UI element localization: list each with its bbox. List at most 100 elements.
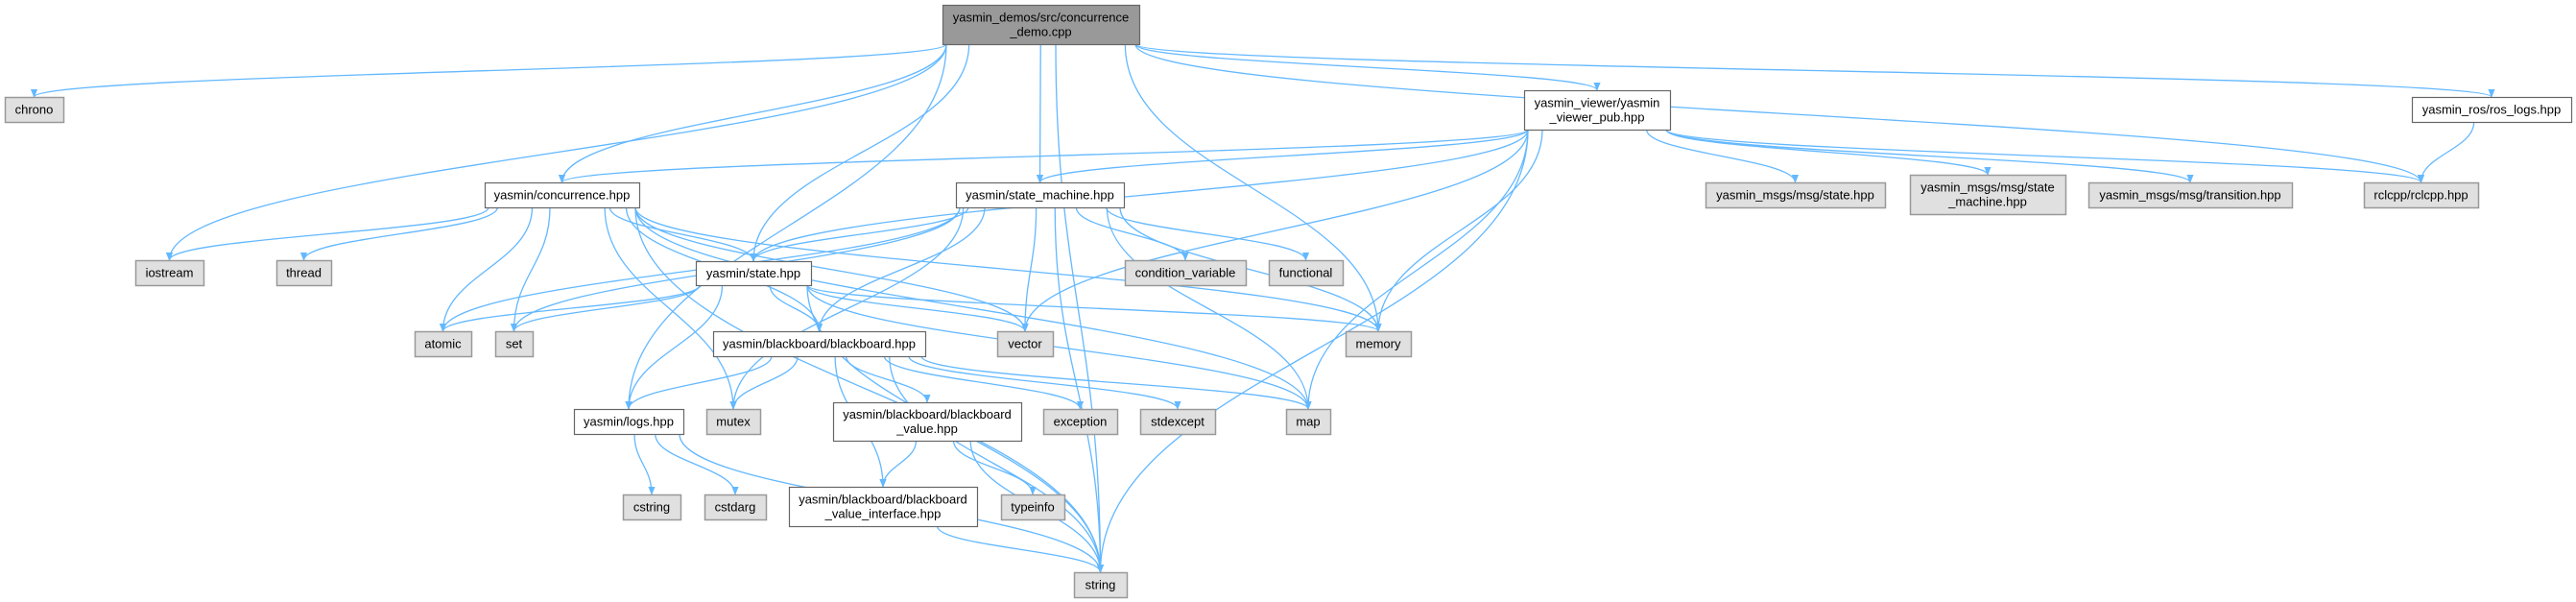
node-label: yasmin/concurrence.hpp: [494, 188, 631, 203]
edge-concurrence-to-vector: [634, 206, 1029, 332]
node-label: yasmin_msgs/msg/state: [1920, 181, 2054, 195]
node-state[interactable]: yasmin/state.hpp: [695, 260, 813, 287]
node-box: [788, 486, 979, 528]
node-box: [942, 4, 1141, 46]
edge-main-to-state_machine: [1036, 43, 1044, 183]
edge-viewer_pub-to-string: [1096, 129, 1529, 573]
edge-viewer_pub-to-vector: [1021, 129, 1529, 332]
node-box: [1285, 408, 1332, 436]
node-label: yasmin_viewer/yasmin: [1535, 96, 1660, 110]
edge-main-to-logs: [625, 43, 947, 410]
node-box: [1909, 174, 2067, 216]
edge-state_machine-to-state: [750, 206, 969, 262]
node-mutex: mutex: [705, 408, 762, 436]
edge-bb_value-to-bbvi: [879, 440, 918, 488]
node-cstring: cstring: [622, 494, 682, 521]
node-atomic: atomic: [414, 330, 473, 358]
edge-state-to-atomic: [440, 284, 701, 332]
node-label: _demo.cpp: [1009, 25, 1071, 39]
edge-state-to-set: [510, 284, 701, 332]
edge-state_machine-to-blackboard: [815, 206, 986, 332]
node-logs[interactable]: yasmin/logs.hpp: [573, 408, 685, 436]
edge-main-to-rclcpp: [1134, 43, 2424, 183]
edge-concurrence-to-map: [634, 206, 1312, 410]
node-ros_logs[interactable]: yasmin_ros/ros_logs.hpp: [2411, 96, 2573, 124]
node-box: [1705, 181, 1887, 209]
node-bbvi[interactable]: yasmin/blackboard/blackboard_value_inter…: [788, 486, 979, 528]
edge-logs-to-cstring: [633, 433, 656, 495]
node-viewer_pub[interactable]: yasmin_viewer/yasmin_viewer_pub.hpp: [1523, 89, 1672, 132]
node-label: condition_variable: [1135, 266, 1236, 280]
node-box: [573, 408, 685, 436]
edge-viewer_pub-to-concurrence: [559, 129, 1529, 183]
node-rclcpp: rclcpp/rclcpp.hpp: [2363, 181, 2480, 209]
edge-main-to-memory: [1124, 43, 1382, 332]
edge-blackboard-to-stdexcept: [908, 355, 1181, 410]
node-blackboard[interactable]: yasmin/blackboard/blackboard.hpp: [712, 330, 927, 358]
edge-concurrence-to-state: [608, 206, 757, 262]
node-label: yasmin_msgs/msg/transition.hpp: [2099, 188, 2280, 203]
node-label: chrono: [15, 103, 54, 117]
node-string: string: [1073, 571, 1129, 599]
node-label: set: [506, 337, 523, 351]
node-box: [1000, 494, 1066, 521]
node-label: exception: [1054, 415, 1108, 429]
edge-viewer_pub-to-state: [750, 129, 1529, 262]
node-main[interactable]: yasmin_demos/src/concurrence_demo.cpp: [942, 4, 1141, 46]
edge-viewer_pub-to-map: [1304, 129, 1529, 410]
node-label: yasmin_msgs/msg/state.hpp: [1716, 188, 1874, 203]
edge-blackboard-to-bb_value: [845, 355, 931, 403]
node-box: [832, 401, 1023, 443]
node-state_machine[interactable]: yasmin/state_machine.hpp: [955, 181, 1126, 209]
node-box: [2087, 181, 2294, 209]
node-box: [1042, 408, 1119, 436]
edge-state_machine-to-vector: [1021, 206, 1038, 332]
node-box: [275, 259, 333, 287]
edge-state_machine-to-memory: [1119, 206, 1382, 332]
node-cond_var: condition_variable: [1124, 259, 1248, 287]
edge-ros_logs-to-rclcpp: [2417, 121, 2475, 183]
node-label: yasmin/logs.hpp: [584, 415, 674, 429]
node-box: [1523, 89, 1672, 132]
node-label: cstdarg: [715, 500, 756, 515]
edge-main-to-chrono: [31, 43, 947, 98]
node-box: [1124, 259, 1248, 287]
edge-concurrence-to-memory: [634, 206, 1382, 332]
node-box: [2411, 96, 2573, 124]
edge-state_machine-to-string: [1054, 206, 1105, 573]
node-box: [484, 181, 641, 209]
node-box: [1268, 259, 1345, 287]
node-label: thread: [286, 266, 322, 280]
node-map: map: [1285, 408, 1332, 436]
node-box: [1345, 330, 1413, 358]
node-label: iostream: [146, 266, 194, 280]
edge-viewer_pub-to-msg_state: [1645, 129, 1800, 183]
node-chrono: chrono: [4, 96, 65, 124]
node-iostream: iostream: [134, 259, 205, 287]
edge-main-to-ros_logs: [1134, 43, 2495, 98]
edge-state_machine-to-cond_var: [1075, 206, 1189, 261]
node-label: yasmin/blackboard/blackboard: [799, 493, 967, 507]
node-memory: memory: [1345, 330, 1413, 358]
edge-viewer_pub-to-rclcpp: [1665, 129, 2424, 183]
node-label: yasmin/state_machine.hpp: [966, 188, 1114, 203]
node-label: string: [1085, 578, 1116, 592]
node-thread: thread: [275, 259, 333, 287]
node-label: functional: [1279, 266, 1333, 280]
edge-viewer_pub-to-msg_transition: [1665, 129, 2194, 183]
node-stdexcept: stdexcept: [1139, 408, 1217, 436]
node-label: stdexcept: [1151, 415, 1205, 429]
node-set: set: [494, 330, 535, 358]
node-box: [4, 96, 65, 124]
edge-concurrence-to-mutex: [604, 206, 737, 410]
node-bb_value[interactable]: yasmin/blackboard/blackboard_value.hpp: [832, 401, 1023, 443]
node-cstdarg: cstdarg: [704, 494, 768, 521]
edge-viewer_pub-to-state_machine: [1037, 129, 1529, 183]
node-box: [494, 330, 535, 358]
node-box: [996, 330, 1055, 358]
node-box: [955, 181, 1126, 209]
node-concurrence[interactable]: yasmin/concurrence.hpp: [484, 181, 641, 209]
edge-main-to-iostream: [165, 43, 947, 261]
node-label: yasmin/blackboard/blackboard: [843, 407, 1012, 421]
